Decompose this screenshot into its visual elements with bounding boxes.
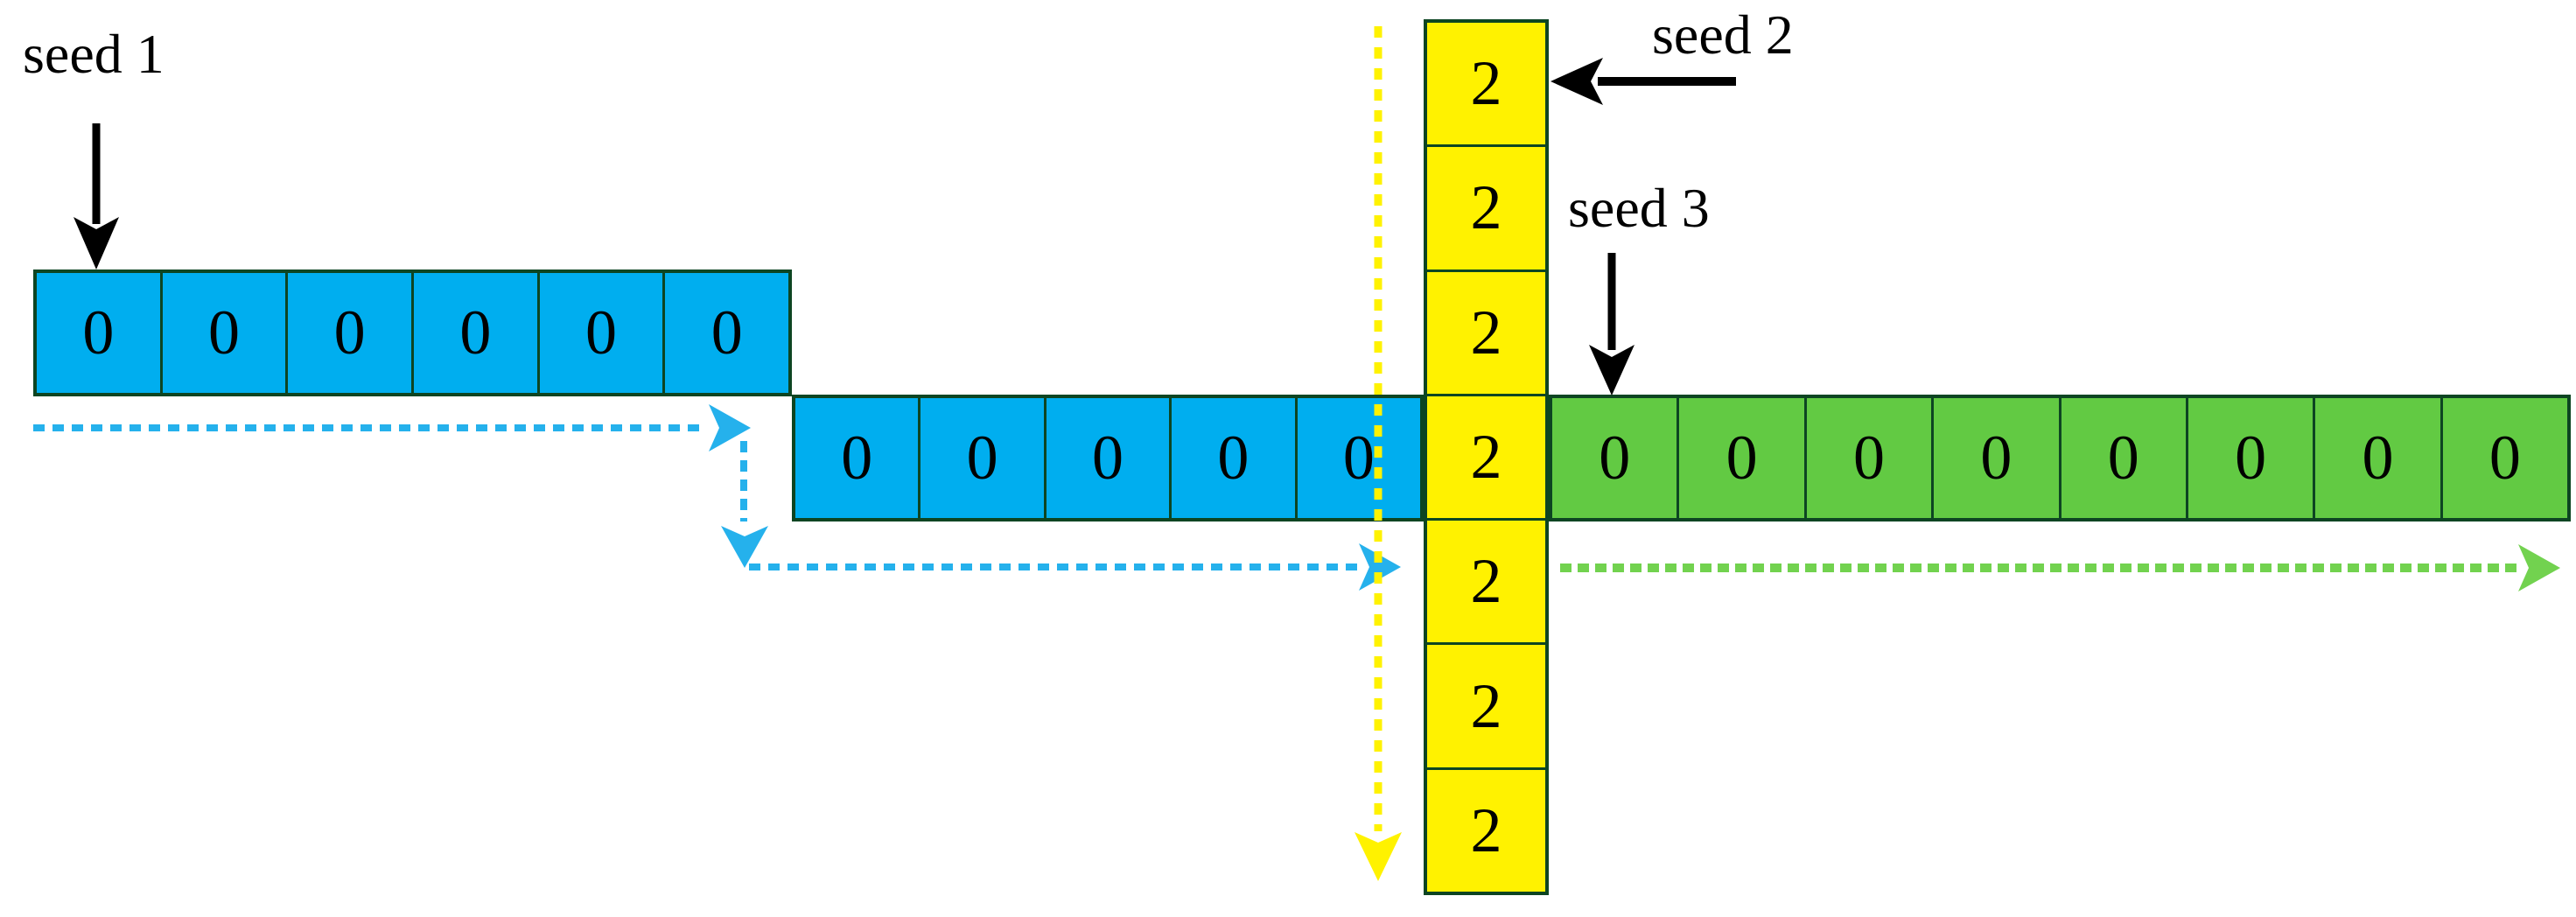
array-cell: 0: [918, 398, 1044, 518]
seed2-label: seed 2: [1652, 4, 1794, 66]
seed1-array-segment-b: 0 0 0 0 0: [792, 395, 1424, 522]
seed1-label: seed 1: [23, 23, 164, 85]
array-cell: 0: [536, 273, 663, 393]
array-cell: 0: [285, 273, 412, 393]
array-cell: 0: [1931, 398, 2059, 518]
array-cell: 2: [1427, 393, 1545, 519]
seed3-array-row: 0 0 0 0 0 0 0 0: [1549, 395, 2571, 522]
array-cell: 0: [1803, 398, 1932, 518]
yellow-scan-arrowhead: [1354, 832, 1402, 881]
blue-scan-arrowhead-3: [1359, 543, 1401, 591]
array-cell: 0: [2313, 398, 2440, 518]
array-cell: 0: [1043, 398, 1170, 518]
array-cell: 0: [795, 398, 919, 518]
blue-scan-arrowhead-1: [709, 404, 751, 452]
array-cell: 0: [2058, 398, 2186, 518]
array-cell: 2: [1427, 269, 1545, 394]
array-cell: 0: [1552, 398, 1677, 518]
array-cell: 2: [1427, 23, 1545, 145]
array-cell: 0: [1169, 398, 1295, 518]
array-cell: 0: [2185, 398, 2314, 518]
seed1-arrowhead: [74, 217, 119, 270]
array-cell: 2: [1427, 144, 1545, 270]
array-cell: 0: [159, 273, 286, 393]
seed1-pointer-arrow: [74, 123, 119, 270]
seed2-arrowhead: [1550, 58, 1603, 105]
array-cell: 2: [1427, 642, 1545, 767]
array-cell: 2: [1427, 766, 1545, 892]
array-cell: 0: [2440, 398, 2567, 518]
array-cell: 0: [1294, 398, 1421, 518]
array-cell: 0: [411, 273, 537, 393]
seed3-label: seed 3: [1568, 177, 1710, 239]
seed1-array-segment-a: 0 0 0 0 0 0: [33, 270, 792, 396]
green-scan-arrowhead: [2518, 544, 2560, 592]
array-cell: 0: [1676, 398, 1804, 518]
blue-scan-arrowhead-2: [721, 526, 768, 568]
green-scan-path: [1560, 544, 2560, 592]
seed3-arrowhead: [1589, 345, 1634, 396]
seed3-pointer-arrow: [1589, 253, 1634, 396]
array-cell: 0: [37, 273, 160, 393]
seed2-array-column: 2 2 2 2 2 2 2: [1424, 19, 1549, 895]
array-cell: 0: [662, 273, 789, 393]
array-cell: 2: [1427, 518, 1545, 643]
